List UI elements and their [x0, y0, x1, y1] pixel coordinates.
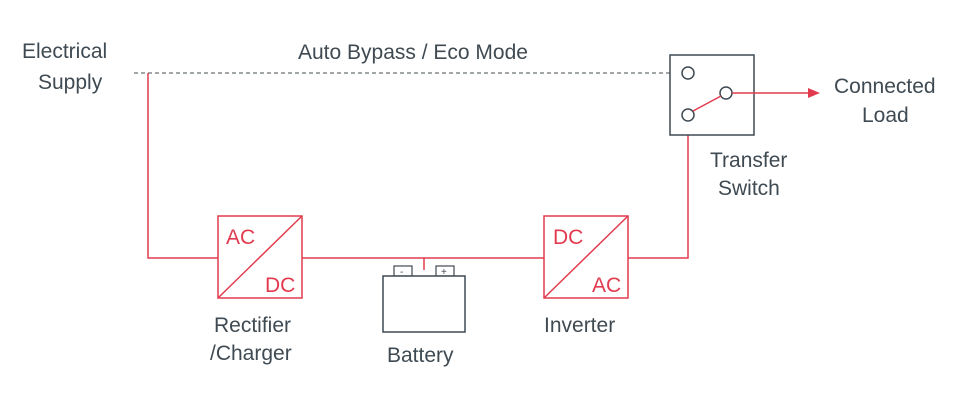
rectifier-dc-label: DC — [265, 274, 295, 297]
inverter-to-switch-wire — [628, 118, 689, 259]
inverter-ac-label: AC — [592, 274, 621, 297]
arrow-right-icon — [808, 88, 820, 98]
inverter-contact-icon — [681, 108, 695, 122]
inverter-dc-label: DC — [553, 226, 583, 249]
load-label-line1: Connected — [834, 75, 936, 98]
switch-label-line2: Switch — [718, 177, 780, 200]
battery-negative-sign: - — [400, 267, 403, 278]
load-label-line2: Load — [862, 104, 909, 127]
switch-label-line1: Transfer — [710, 149, 787, 172]
inverter-label: Inverter — [544, 314, 615, 337]
battery-label: Battery — [387, 344, 454, 367]
bypass-contact-icon — [681, 66, 695, 80]
transfer-switch-block — [669, 54, 755, 136]
supply-label-line1: Electrical — [22, 40, 107, 63]
rectifier-block: AC DC — [217, 215, 303, 299]
output-contact-icon — [719, 86, 733, 100]
battery-icon: - + — [382, 265, 466, 333]
battery-positive-sign: + — [441, 267, 447, 278]
supply-to-rectifier-wire — [147, 73, 218, 259]
switch-arm — [692, 95, 722, 112]
rectifier-label-line1: Rectifier — [214, 314, 291, 337]
supply-label-line2: Supply — [38, 71, 103, 94]
bypass-label: Auto Bypass / Eco Mode — [298, 41, 528, 64]
rectifier-label-line2: /Charger — [210, 342, 292, 365]
rectifier-ac-label: AC — [226, 226, 255, 249]
inverter-block: DC AC — [543, 215, 629, 299]
